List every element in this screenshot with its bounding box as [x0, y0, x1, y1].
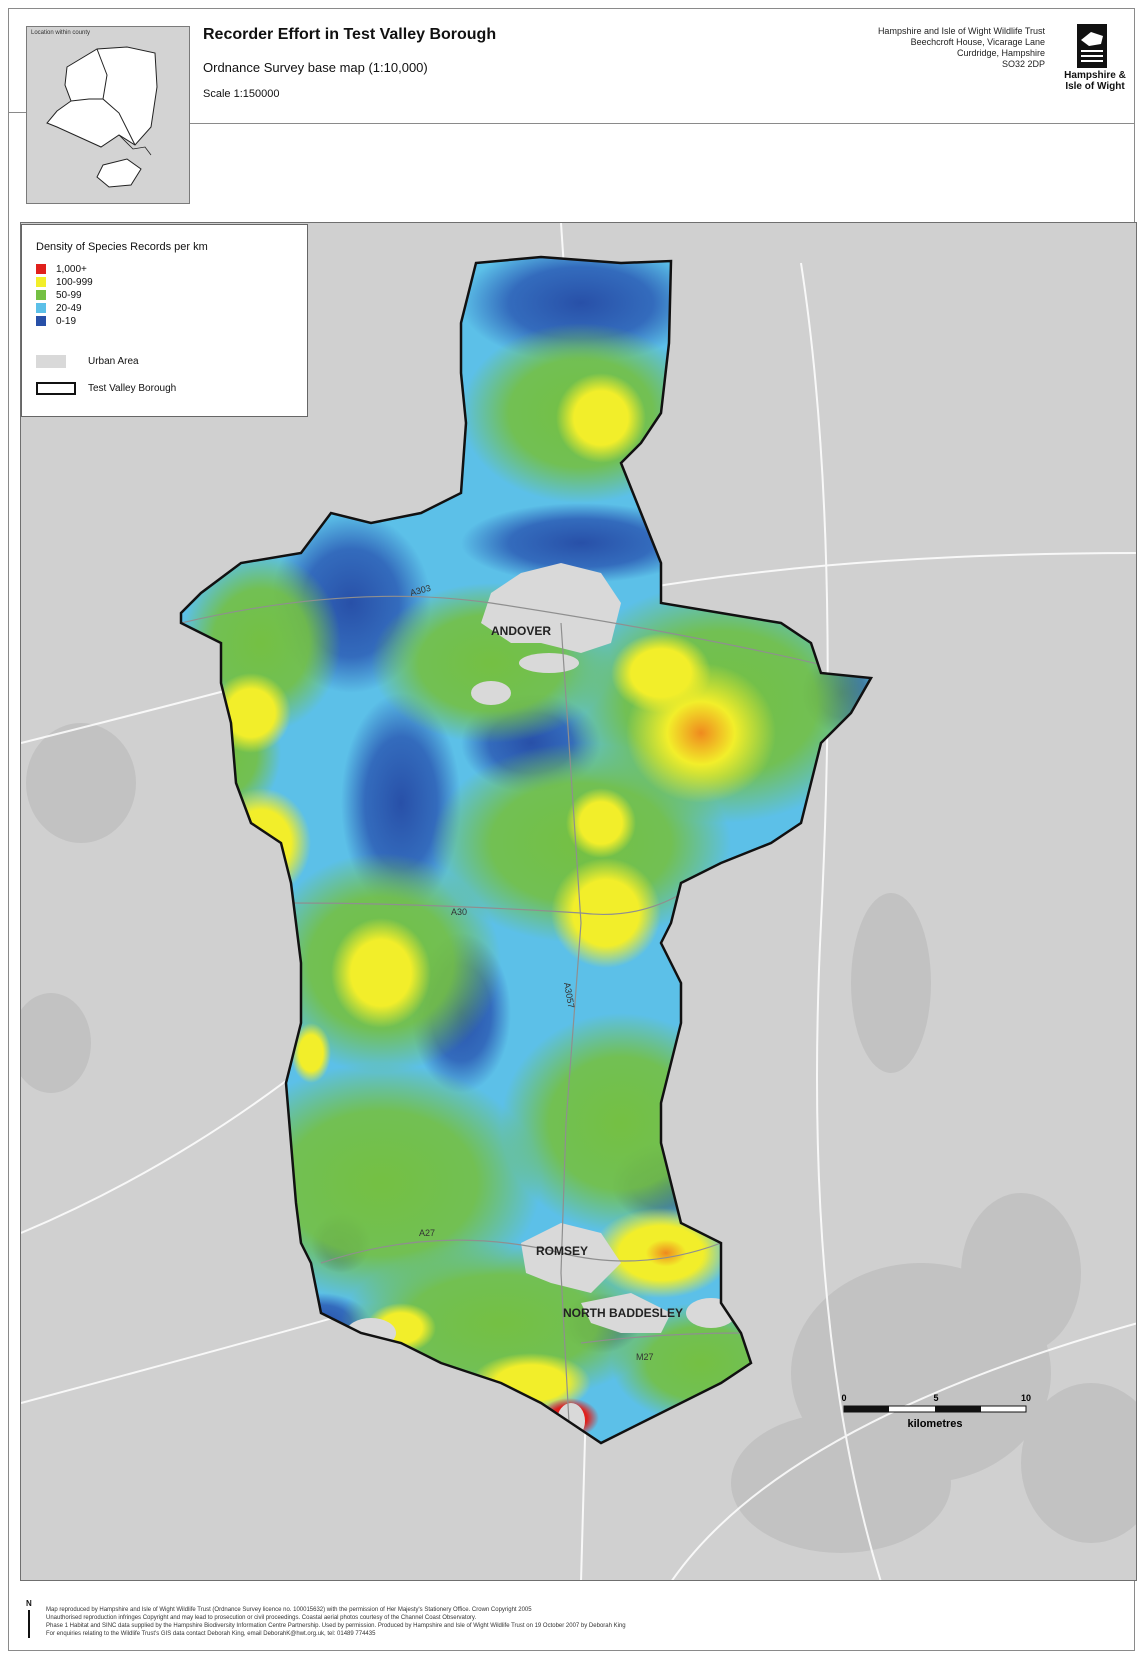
legend-swatch [36, 264, 46, 274]
label-andover: ANDOVER [491, 624, 551, 638]
legend-class: 20-49 [36, 302, 82, 314]
address-line: Curdridge, Hampshire [956, 48, 1045, 58]
map-title: Recorder Effort in Test Valley Borough [203, 26, 497, 43]
label-road-a3057: A3057 [562, 982, 576, 1009]
address-line: Beechcroft House, Vicarage Lane [910, 37, 1045, 47]
legend-swatch [36, 290, 46, 300]
trust-address: Hampshire and Isle of Wight Wildlife Tru… [878, 26, 1045, 70]
background-urban-areas [21, 723, 1136, 1553]
legend-swatch [36, 303, 46, 313]
map-subtitle: Ordnance Survey base map (1:10,000) [203, 60, 428, 75]
urban-areas [346, 563, 736, 1439]
legend-class: 50-99 [36, 289, 82, 301]
legend-boundary: Test Valley Borough [36, 382, 176, 395]
map-canvas: ANDOVER ROMSEY NORTH BADDESLEY A303 A30 … [21, 223, 1136, 1580]
header-divider [188, 123, 1135, 124]
logo-text: Hampshire & Isle of Wight [1064, 70, 1126, 92]
inset-county-outline [46, 46, 158, 188]
address-line: SO32 2DP [1001, 59, 1045, 69]
svg-text:0: 0 [841, 1393, 846, 1403]
label-north-baddesley: NORTH BADDESLEY [563, 1306, 683, 1320]
svg-text:kilometres: kilometres [907, 1418, 962, 1430]
north-arrow-label: N [26, 1599, 32, 1608]
map-legend: Density of Species Records per km 1,000+… [21, 224, 308, 417]
legend-swatch [36, 382, 76, 395]
copyright-line: Phase 1 Habitat and SINC data supplied b… [46, 1623, 626, 1629]
svg-text:5: 5 [933, 1393, 938, 1403]
density-map: ANDOVER ROMSEY NORTH BADDESLEY A303 A30 … [20, 222, 1137, 1581]
label-road-m27: M27 [636, 1352, 654, 1362]
borough-boundary [179, 255, 874, 1445]
header-divider [8, 112, 32, 113]
svg-text:10: 10 [1021, 1393, 1031, 1403]
major-roads [181, 595, 871, 1424]
copyright-notes: Map reproduced by Hampshire and Isle of … [46, 1606, 626, 1638]
label-romsey: ROMSEY [536, 1244, 588, 1258]
north-arrow-icon [28, 1610, 30, 1638]
legend-title: Density of Species Records per km [36, 241, 208, 253]
legend-class: 100-999 [36, 276, 93, 288]
badger-icon [1077, 24, 1107, 68]
legend-class: 0-19 [36, 315, 76, 327]
scale-bar: 0 5 10 kilometres [841, 1393, 1031, 1430]
inset-label: Location within county [31, 30, 91, 36]
legend-urban-area: Urban Area [36, 355, 139, 368]
legend-swatch [36, 277, 46, 287]
legend-swatch [36, 355, 66, 368]
legend-class: 1,000+ [36, 263, 87, 275]
copyright-line: For enquiries relating to the Wildlife T… [46, 1631, 376, 1637]
address-line: Hampshire and Isle of Wight Wildlife Tru… [877, 26, 1045, 36]
copyright-line: Unauthorised reproduction infringes Copy… [46, 1615, 477, 1621]
wildlife-trust-logo: Hampshire & Isle of Wight [1055, 24, 1135, 98]
legend-swatch [36, 316, 46, 326]
map-scale: Scale 1:150000 [203, 88, 280, 100]
inset-location-map: Location within county [26, 26, 190, 204]
label-road-a27: A27 [419, 1228, 435, 1238]
label-road-a30: A30 [451, 907, 467, 917]
copyright-line: Map reproduced by Hampshire and Isle of … [46, 1607, 532, 1613]
